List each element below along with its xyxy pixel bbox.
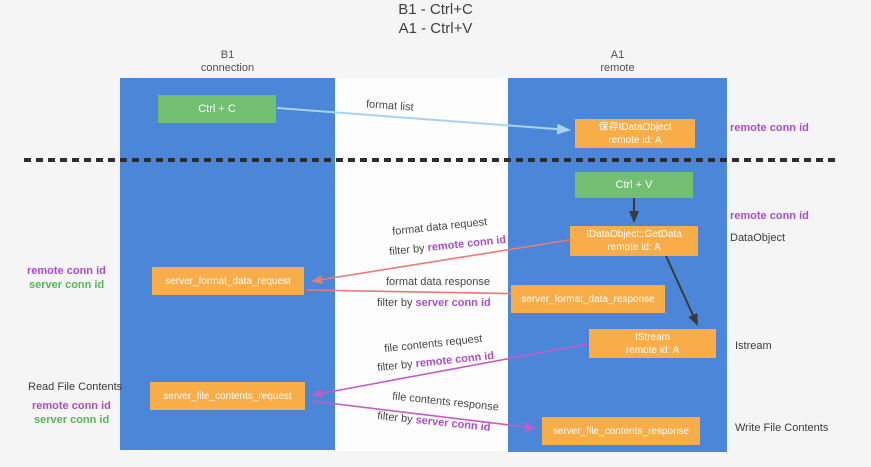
save-dataobject-box: 保存IDataObject remote id: A	[575, 119, 695, 148]
right-column-header: A1 remote	[508, 49, 727, 75]
getdata-line1: IDataObject::GetData	[586, 229, 682, 240]
server-conn-id-annotation-left-2: server conn id	[34, 414, 110, 426]
read-file-contents-annotation: Read File Contents	[28, 381, 123, 393]
format-data-response-label: format data response	[386, 276, 490, 288]
server-file-contents-request-label: server_file_contents_request	[163, 390, 292, 402]
title-line-1: B1 - Ctrl+C	[398, 1, 473, 18]
ctrl-v-box: Ctrl + V	[575, 172, 693, 198]
getdata-box: IDataObject::GetData remote id: A	[570, 226, 698, 256]
remote-conn-id-annotation-right-1: remote conn id	[730, 122, 809, 134]
istream-box: IStream remote id: A	[589, 329, 716, 358]
server-file-contents-response-label: server_file_contents_response	[552, 425, 690, 437]
remote-conn-id-annotation-left-1: remote conn id	[27, 265, 106, 277]
filter-by-server-conn-id-label: filter by server conn id	[377, 297, 491, 309]
left-column-title: B1	[220, 49, 235, 61]
save-dataobject-line2: remote id: A	[608, 134, 662, 146]
dataobject-annotation: DataObject	[730, 232, 786, 244]
remote-conn-id-annotation-right-2: remote conn id	[730, 210, 809, 222]
remote-conn-id-annotation-left-2: remote conn id	[32, 400, 111, 412]
ctrl-v-label: Ctrl + V	[615, 179, 653, 191]
server-file-contents-response-box: server_file_contents_response	[542, 417, 700, 445]
ctrl-c-label: Ctrl + C	[198, 103, 236, 115]
filter-by-text: filter by	[377, 297, 413, 309]
server-format-data-request-box: server_format_data_request	[152, 267, 304, 295]
page-title: B1 - Ctrl+C A1 - Ctrl+V	[0, 0, 871, 38]
istream-line1: IStream	[634, 331, 670, 343]
left-column-subtitle: connection	[200, 62, 255, 74]
server-format-data-request-label: server_format_data_request	[165, 275, 291, 287]
write-file-contents-annotation: Write File Contents	[735, 422, 829, 434]
server-conn-id-annotation-left-1: server conn id	[29, 279, 105, 291]
getdata-line2: remote id: A	[607, 242, 661, 253]
server-format-data-response-box: server_format_data_response	[511, 285, 665, 313]
ctrl-c-box: Ctrl + C	[158, 95, 276, 123]
istream-annotation: Istream	[735, 340, 772, 352]
istream-line2: remote id: A	[625, 344, 680, 356]
title-line-2: A1 - Ctrl+V	[398, 20, 473, 37]
server-file-contents-request-box: server_file_contents_request	[150, 382, 305, 410]
server-format-data-response-label: server_format_data_response	[521, 293, 655, 305]
right-column-subtitle: remote	[600, 62, 635, 74]
left-column-header: B1 connection	[120, 49, 335, 75]
right-column-title: A1	[610, 49, 625, 61]
save-dataobject-line1: 保存IDataObject	[598, 121, 672, 133]
server-conn-id-text: server conn id	[415, 297, 491, 309]
